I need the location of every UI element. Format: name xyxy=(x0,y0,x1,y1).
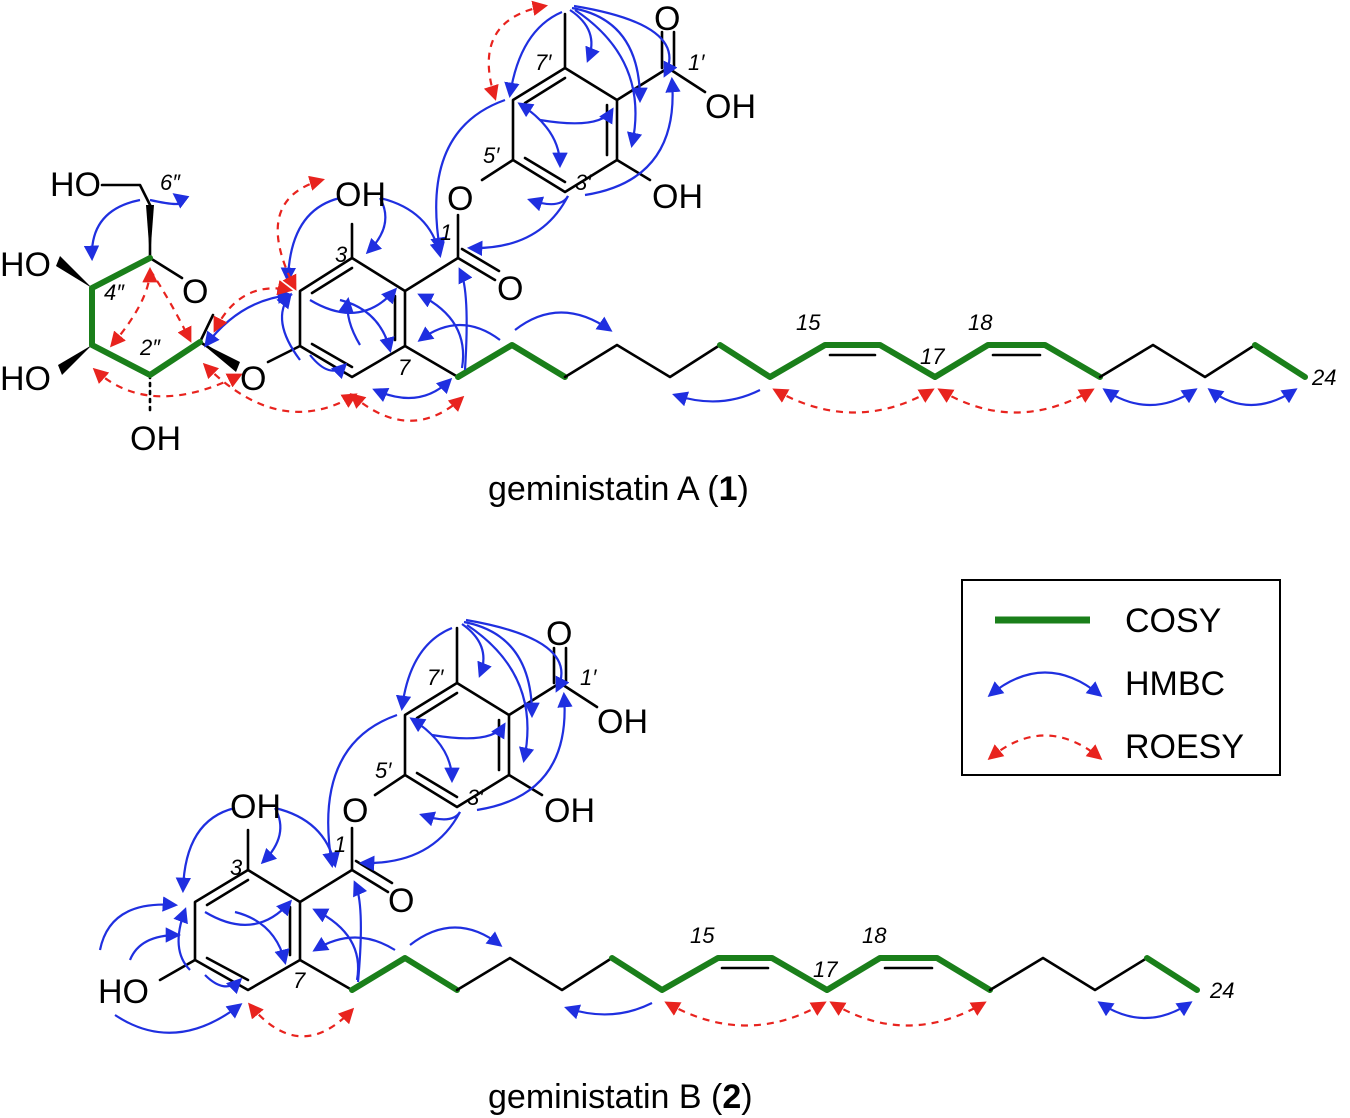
legend-hmbc-swatch xyxy=(987,671,1103,697)
compound-1-chain-mid xyxy=(563,343,722,379)
c1-num-5p: 5′ xyxy=(483,143,500,168)
c1-num-3: 3 xyxy=(335,242,348,267)
c2-o-carbonyl: O xyxy=(388,882,414,920)
compound-2-bond-c1p xyxy=(507,681,562,717)
c2-oh-3p: OH xyxy=(544,792,595,830)
c1-oh-2pp: OH xyxy=(130,420,181,458)
c1-num-1p: 1′ xyxy=(688,50,705,75)
compound-2-atom-numbers: 1 3 7 1′ 3′ 5′ 7′ 15 17 18 24 xyxy=(230,665,1234,1003)
c2-num-17: 17 xyxy=(813,957,838,982)
compound-1-bond-c1p xyxy=(615,66,670,102)
c2-ho-5: HO xyxy=(98,973,149,1011)
compound-2-structure xyxy=(98,618,1200,1038)
c1-o-ester: O xyxy=(447,180,473,218)
compound-2-ring-b xyxy=(403,681,511,809)
legend-cosy-label: COSY xyxy=(1125,602,1221,640)
c2-o-acid: O xyxy=(546,615,572,653)
c2-num-3: 3 xyxy=(230,855,243,880)
c1-o-carbonyl: O xyxy=(497,270,523,308)
compound-2-cosy-chain-b xyxy=(609,955,993,993)
compound-1-bond-c5p-o xyxy=(480,158,515,182)
c1-o-glyco: O xyxy=(240,360,266,398)
compound-1-bond-c3p-oh xyxy=(615,158,652,182)
compound-2-hmbc-arrows xyxy=(98,618,1193,1034)
c2-o-ester: O xyxy=(342,792,368,830)
c2-num-3p: 3′ xyxy=(467,785,484,810)
c2-num-24: 24 xyxy=(1209,978,1234,1003)
c1-num-2pp: 2″ xyxy=(139,335,161,360)
compound-1-chain-tail xyxy=(1098,343,1257,379)
c2-oh-acid: OH xyxy=(597,703,648,741)
legend-hmbc-label: HMBC xyxy=(1125,665,1225,703)
legend-roesy-label: ROESY xyxy=(1125,728,1244,766)
c1-num-3p: 3′ xyxy=(575,170,592,195)
compound-2-bond-c3p-oh xyxy=(507,773,544,797)
compound-1-carbonyl xyxy=(456,247,501,282)
compound-2-chain-tail xyxy=(988,956,1149,992)
c1-num-1: 1 xyxy=(440,220,452,245)
compound-1-atom-labels: OH O O O OH OH O O HO HO HO OH xyxy=(0,0,756,458)
legend: COSY HMBC ROESY xyxy=(961,579,1281,776)
c2-num-7: 7 xyxy=(293,968,306,993)
c1-o-ring: O xyxy=(182,273,208,311)
compound-2-cosy-terminal xyxy=(1144,955,1200,993)
compound-1-cosy-chain-a xyxy=(455,342,568,380)
compound-1-structure xyxy=(56,0,1308,422)
compound-1-roesy-arrows xyxy=(92,0,1095,422)
c1-ho-4pp: HO xyxy=(0,246,51,284)
c1-num-18: 18 xyxy=(968,310,993,335)
c1-oh-3p: OH xyxy=(652,178,703,216)
compound-2-atom-labels: OH O O O OH OH HO xyxy=(98,615,648,1011)
c2-num-7p: 7′ xyxy=(427,665,444,690)
c1-num-4pp: 4″ xyxy=(104,280,125,305)
legend-roesy-swatch xyxy=(987,734,1103,760)
c1-ho-6pp: HO xyxy=(50,166,101,204)
compound-1-caption: geministatin A (1) xyxy=(488,470,749,508)
c2-oh-3: OH xyxy=(230,788,281,826)
c2-num-15: 15 xyxy=(690,923,715,948)
c1-oh-3: OH xyxy=(335,176,386,214)
c2-num-1p: 1′ xyxy=(580,665,597,690)
compound-2-cosy-chain-a xyxy=(349,955,460,993)
c1-o-acid: O xyxy=(654,0,680,38)
compound-1-atom-numbers: 1 3 7 1′ 3′ 5′ 7′ 15 17 18 24 2″ 4″ 6″ xyxy=(104,50,1336,390)
compound-2-caption: geministatin B (2) xyxy=(488,1078,753,1116)
c1-num-6pp: 6″ xyxy=(160,170,181,195)
compound-1-ring-b xyxy=(511,66,619,194)
compound-2-bond-c7-chain xyxy=(298,958,354,992)
c1-num-15: 15 xyxy=(796,310,821,335)
compound-1-bond-c7-chain xyxy=(403,344,460,379)
c1-oh-acid: OH xyxy=(705,88,756,126)
compound-1-bond-c5-o xyxy=(266,344,302,364)
compound-2-chain-mid xyxy=(455,956,614,992)
c2-num-18: 18 xyxy=(862,923,887,948)
compound-2-roesy-arrows xyxy=(248,1001,987,1038)
c2-num-5p: 5′ xyxy=(375,758,392,783)
compound-2-ring-a xyxy=(193,868,302,992)
compound-2-carbonyl xyxy=(350,859,394,894)
c1-ho-3pp: HO xyxy=(0,360,51,398)
c1-num-7: 7 xyxy=(398,355,411,380)
c1-num-24: 24 xyxy=(1311,365,1336,390)
compound-1-cosy-chain-b xyxy=(717,342,1103,380)
c2-num-1: 1 xyxy=(334,832,346,857)
compound-2-bond-c5p-o xyxy=(373,773,407,797)
compound-2-bond-c1 xyxy=(298,868,354,904)
compound-1-hmbc-arrows xyxy=(83,4,1298,407)
c1-num-7p: 7′ xyxy=(535,50,552,75)
compound-1-bond-c1 xyxy=(403,256,460,293)
compound-1-ring-a xyxy=(298,256,407,379)
compound-1-cosy-terminal xyxy=(1252,342,1308,380)
c1-num-17: 17 xyxy=(920,344,945,369)
compound-2-bond-c5-oh xyxy=(158,958,197,982)
